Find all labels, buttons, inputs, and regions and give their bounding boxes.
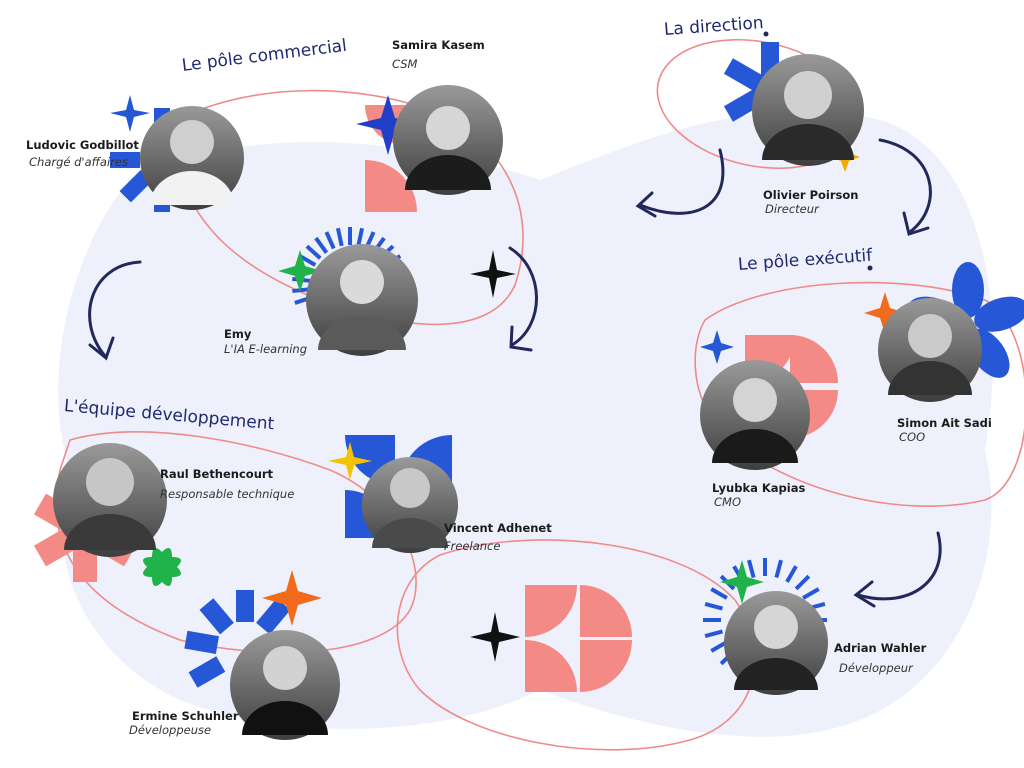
avatar-simon: [878, 298, 982, 402]
person-name: Lyubka Kapias: [712, 481, 806, 495]
avatar-ermine: [230, 630, 340, 740]
arrow-commercial-to-dev-left-head: [88, 336, 115, 361]
person-role: Freelance: [444, 539, 501, 553]
flow-arrows: [88, 138, 942, 608]
avatar-raul: [53, 443, 167, 557]
avatar-samira: [393, 85, 503, 195]
avatar-vincent: [362, 457, 458, 553]
person-ludovic: Ludovic Godbillot Chargé d'affaires: [26, 138, 139, 169]
avatar-adrian: [724, 591, 828, 695]
person-name: Emy: [224, 327, 252, 341]
person-role: Directeur: [765, 202, 819, 216]
black-sparkle-commercial: [470, 250, 516, 298]
portraits: [53, 54, 982, 740]
arrow-direction-to-commercial-head: [635, 191, 657, 218]
blue-star-samira: [356, 95, 420, 155]
connection-lines: [55, 38, 1024, 751]
person-role: Chargé d'affaires: [29, 155, 128, 169]
arrow-direction-to-commercial: [638, 148, 725, 215]
person-role: CSM: [392, 57, 418, 71]
green-sparkle-adrian: [720, 560, 764, 604]
avatar-ludovic: [140, 106, 244, 210]
avatar-olivier: [752, 54, 864, 166]
person-emy: Emy L'IA E-learning: [224, 327, 307, 356]
person-name: Simon Ait Sadi: [897, 416, 992, 430]
arrow-direction-to-executif: [878, 138, 932, 234]
person-olivier: Olivier Poirson Directeur: [763, 188, 858, 216]
avatar-lyubka: [700, 360, 810, 470]
direction-title-dot: [763, 31, 769, 37]
person-samira: Samira Kasem CSM: [392, 38, 485, 71]
blue-star-lyubka: [700, 330, 734, 364]
person-raul: Raul Bethencourt Responsable technique: [160, 467, 294, 501]
arrow-commercial-to-dev-left: [88, 260, 142, 358]
person-role: CMO: [714, 495, 742, 509]
person-name: Ermine Schuhler: [132, 709, 239, 723]
executif-title-dot: [867, 265, 873, 271]
person-name: Samira Kasem: [392, 38, 485, 52]
person-lyubka: Lyubka Kapias CMO: [712, 481, 805, 509]
person-vincent: Vincent Adhenet Freelance: [444, 521, 552, 553]
blue-star-decoration: [110, 95, 150, 132]
arrow-executif-to-adrian-head: [853, 580, 876, 608]
green-clover-raul: [143, 548, 181, 586]
person-role: L'IA E-learning: [224, 342, 308, 356]
arrow-commercial-to-dev-right-head: [509, 325, 533, 352]
person-ermine: Ermine Schuhler Développeuse: [129, 709, 239, 737]
orange-star-ermine: [262, 570, 322, 626]
arrow-direction-to-executif-head: [902, 211, 930, 236]
person-name: Adrian Wahler: [834, 641, 927, 655]
yellow-sparkle-vincent: [328, 442, 372, 480]
arrow-commercial-to-dev-right: [508, 246, 538, 347]
green-sparkle-emy: [278, 250, 322, 292]
person-role: Développeuse: [129, 723, 212, 737]
arrow-executif-to-adrian: [856, 531, 942, 601]
avatar-emy: [306, 244, 418, 356]
person-role: COO: [899, 430, 926, 444]
blue-burst-ermine: [184, 590, 291, 688]
orange-star-simon: [864, 292, 906, 334]
person-name: Raul Bethencourt: [160, 467, 274, 481]
person-simon: Simon Ait Sadi COO: [897, 416, 992, 444]
person-role: Développeur: [839, 661, 913, 675]
person-name: Vincent Adhenet: [444, 521, 552, 535]
coral-pinwheel-center: [525, 585, 632, 692]
person-name: Ludovic Godbillot: [26, 138, 139, 152]
black-sparkle-dev: [470, 612, 520, 662]
person-role: Responsable technique: [160, 487, 295, 501]
person-name: Olivier Poirson: [763, 188, 859, 202]
person-adrian: Adrian Wahler Développeur: [834, 641, 926, 675]
